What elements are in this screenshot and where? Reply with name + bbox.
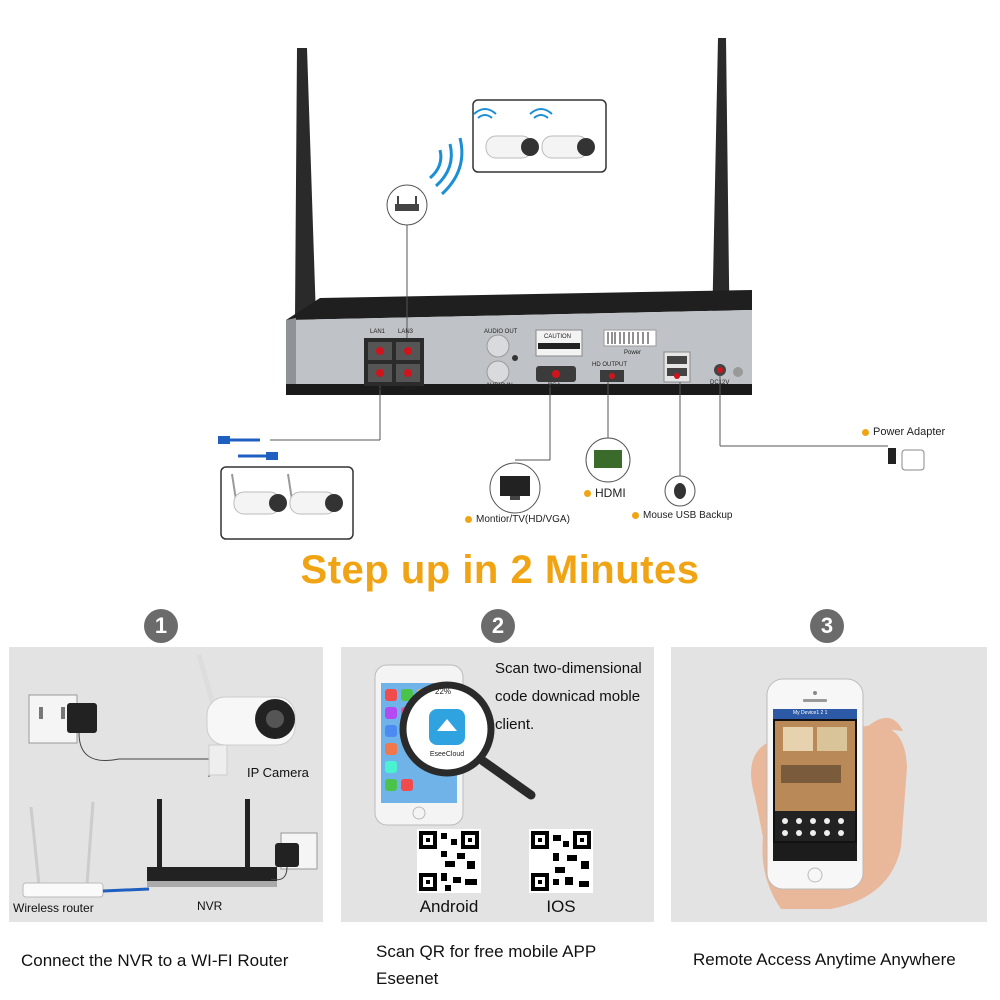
monitor-icon [489, 462, 541, 514]
power-adapter-callout: Power Adapter [862, 426, 945, 438]
lan1-label: LAN1 [370, 329, 386, 335]
hd-output-label: HD OUTPUT [592, 362, 627, 368]
bullet-icon [465, 515, 472, 523]
battery-indicator: 22% [435, 687, 452, 696]
nvr-connection-diagram [218, 38, 925, 540]
step-2-panel: 22% EseeCloud Scan two-dimensional code … [341, 647, 654, 922]
router-bubble [386, 184, 428, 226]
vga-label: VGA [548, 383, 561, 389]
app-name-label: EseeCloud [429, 751, 465, 758]
bullet-icon [584, 490, 591, 498]
wireless-router-label: Wireless router [13, 901, 94, 915]
lan-ports [364, 338, 424, 386]
monitor-callout: Montior/TV(HD/VGA) [465, 514, 570, 525]
headline: Step up in 2 Minutes [300, 548, 700, 592]
step-1-caption: Connect the NVR to a WI-FI Router [21, 951, 289, 970]
ethernet-cable-icon [218, 436, 278, 460]
mouse-callout: Mouse USB Backup [632, 510, 733, 521]
step-2-caption: Scan QR for free mobile APP Eseenet [376, 942, 597, 988]
wired-cameras-box [220, 466, 354, 540]
lan2-label: LAN2 [370, 386, 386, 392]
step-1-panel: IP Camera Wireless router NVR [9, 647, 323, 922]
bullet-icon [862, 428, 869, 436]
dc12v-label: DC12V [710, 380, 730, 386]
ios-qr-code [529, 829, 593, 893]
wan-label: WAN [402, 386, 416, 392]
step-1-number: 1 [144, 609, 178, 643]
step-3-number: 3 [810, 609, 844, 643]
mouse-icon [664, 475, 696, 507]
bullet-icon [632, 511, 639, 519]
step-3-caption: Remote Access Anytime Anywhere [693, 950, 956, 969]
step-2-illustration [374, 664, 593, 893]
scan-instructions: Scan two-dimensional code downicad moble… [495, 660, 642, 733]
power-label: Power [624, 350, 642, 356]
ip-camera-label: IP Camera [247, 765, 309, 780]
hdmi-display-icon [585, 437, 631, 483]
right-antenna [710, 38, 730, 360]
android-qr-code [417, 829, 481, 893]
wifi-signal-icon [428, 137, 464, 196]
step-2-number: 2 [481, 609, 515, 643]
step-3-illustration [751, 678, 907, 909]
step-1-illustration [22, 654, 318, 898]
caution-label: CAUTION [544, 334, 571, 340]
hdmi-callout: HDMI [584, 486, 626, 500]
connection-lines [270, 225, 888, 476]
wireless-cameras-box [472, 99, 607, 173]
power-adapter-icon [888, 448, 925, 471]
audio-out-label: AUDIO OUT [484, 329, 518, 335]
lan3-label: LAN3 [398, 329, 414, 335]
audio-in-label: AUDIO IN [486, 383, 513, 389]
step-3-panel: My Device1 2 1 [671, 647, 987, 922]
ios-label: IOS [546, 897, 576, 916]
nvr-device [286, 290, 752, 395]
android-label: Android [419, 897, 479, 916]
nvr-label: NVR [197, 899, 223, 913]
phone-device-title: My Device1 2 1 [793, 710, 828, 716]
